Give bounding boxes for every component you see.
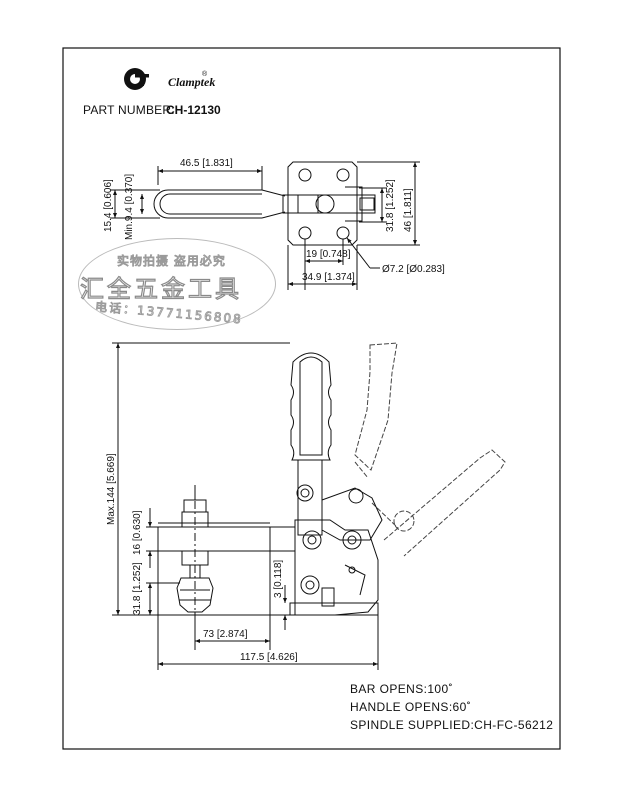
dim-bar-length: 73 [2.874] xyxy=(203,629,248,640)
drawing-border xyxy=(62,47,561,750)
note-spindle: SPINDLE SUPPLIED:CH-FC-56212 xyxy=(350,718,554,732)
dim-bar-thickness: 16 [0.630] xyxy=(132,510,143,555)
dim-base-width: 34.9 [1.374] xyxy=(302,272,355,283)
dim-overall-length: 117.5 [4.626] xyxy=(240,652,298,663)
part-number: CH-12130 xyxy=(166,103,221,117)
part-number-label: PART NUMBER: xyxy=(83,103,175,117)
dim-handle-width: 15.4 [0.606] xyxy=(103,179,114,232)
dim-bar-height: 31.8 [1.252] xyxy=(132,562,143,615)
dim-hole-spacing: 19 [0.748] xyxy=(306,249,351,260)
watermark-line-1: 实物拍摄 盗用必究 xyxy=(117,254,226,269)
dim-offset: 3 [0.118] xyxy=(273,560,284,598)
dim-max-height: Max.144 [5.669] xyxy=(106,453,117,525)
watermark-line-2: 汇全五金工具 xyxy=(79,274,242,303)
top-view-drawing xyxy=(110,161,420,290)
note-handle-opens: HANDLE OPENS:60˚ xyxy=(350,700,472,714)
registered-mark: ® xyxy=(202,71,208,78)
dim-handle-length: 46.5 [1.831] xyxy=(180,158,233,169)
clamptek-logo-icon xyxy=(124,68,149,90)
dim-bolt-spacing: 31.8 [1.252] xyxy=(385,179,396,232)
side-view-drawing xyxy=(112,342,506,670)
dimension-labels: 46.5 [1.831] 15.4 [0.606] Min.9.4 [0.370… xyxy=(103,158,445,663)
dim-min-height: Min.9.4 [0.370] xyxy=(124,174,135,240)
brand-name: Clamptek xyxy=(168,75,216,89)
note-bar-opens: BAR OPENS:100˚ xyxy=(350,682,453,696)
watermark-stamp xyxy=(78,238,276,330)
dim-base-height: 46 [1.811] xyxy=(403,188,414,232)
dim-hole-dia: Ø7.2 [Ø0.283] xyxy=(382,264,445,275)
